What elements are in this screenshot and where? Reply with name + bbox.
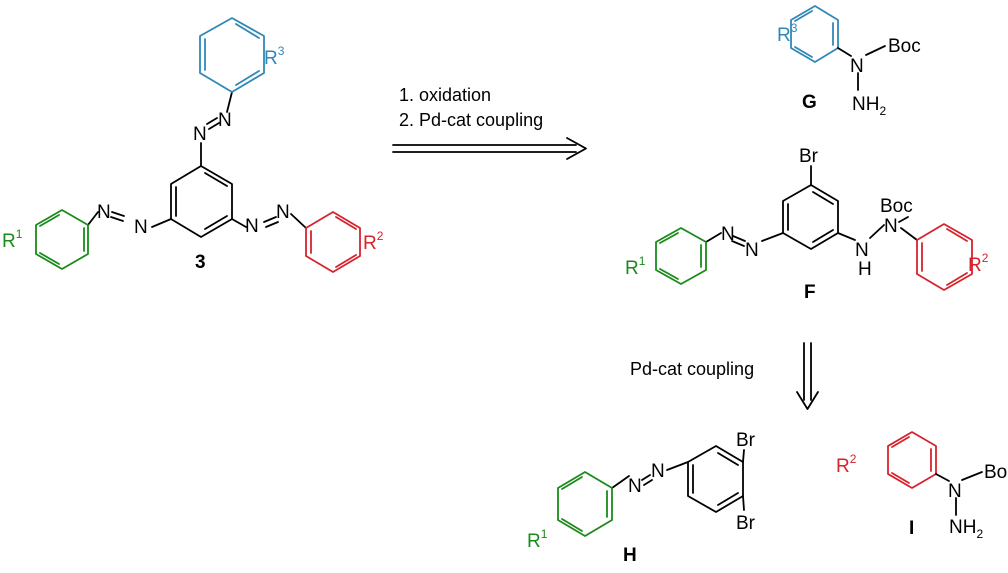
compound-3-r1-ring <box>35 209 89 270</box>
compound-h-n-inner: N <box>651 461 665 482</box>
compound-i-nh2: NH2 <box>949 517 983 541</box>
retro-arrow-horizontal <box>392 137 587 160</box>
compound-f-r2-label: R2 <box>968 251 989 276</box>
compound-f-br: Br <box>799 146 819 167</box>
compound-3-n-right-inner: N <box>245 216 259 237</box>
compound-f <box>655 165 973 291</box>
compound-h-n-outer: N <box>628 476 642 497</box>
compound-f-label: F <box>804 282 816 303</box>
compound-3-n-left-outer: N <box>97 202 111 223</box>
arrow-condition-coupling: 2. Pd-cat coupling <box>399 110 543 130</box>
compound-3-r3-ring <box>199 17 265 93</box>
compound-g <box>790 5 886 91</box>
compound-i-r2-label: R2 <box>836 452 857 477</box>
compound-3-r1-label: R1 <box>2 227 23 252</box>
compound-i-boc: Boc <box>984 462 1008 483</box>
compound-h-r1-ring <box>557 471 613 537</box>
compound-3-r2-ring <box>305 211 361 273</box>
compound-3-n-right-outer: N <box>276 202 290 223</box>
compound-g-ring <box>790 5 839 63</box>
compound-f-r1-ring <box>655 227 707 285</box>
compound-3-r2-label: R2 <box>363 229 384 254</box>
compound-3-n-top-lower: N <box>193 124 207 145</box>
compound-i-ring <box>887 431 937 489</box>
compound-f-boc: Boc <box>880 196 913 217</box>
arrow-condition-oxidation: 1. oxidation <box>399 85 491 105</box>
compound-h-r1-label: R1 <box>527 527 548 552</box>
compound-f-n-outer: N <box>721 224 735 245</box>
compound-g-n: N <box>850 56 864 77</box>
compound-f-n-boc: N <box>884 216 898 237</box>
compound-f-nh-n: N <box>855 240 869 261</box>
compound-f-central-ring <box>705 165 918 250</box>
retro-arrow-vertical <box>796 342 819 410</box>
compound-3-r3-label: R3 <box>264 44 285 69</box>
compound-i-n: N <box>948 481 962 502</box>
compound-i <box>887 431 983 516</box>
compound-3-central-ring <box>87 91 307 238</box>
compound-3-n-top-upper: N <box>218 110 232 131</box>
compound-h-dibromo-ring <box>611 445 745 513</box>
compound-3 <box>35 17 361 273</box>
compound-3-n-left-inner: N <box>134 217 148 238</box>
compound-i-label: I <box>909 518 914 539</box>
compound-g-label: G <box>802 92 817 113</box>
compound-g-nh2: NH2 <box>852 94 886 118</box>
compound-h-br-bottom: Br <box>736 513 756 534</box>
compound-g-r3-label: R3 <box>777 21 798 46</box>
compound-f-r1-label: R1 <box>625 254 646 279</box>
compound-h-label: H <box>623 545 637 566</box>
compound-g-boc: Boc <box>888 36 921 57</box>
compound-h-br-top: Br <box>736 430 756 451</box>
compound-f-nh-h: H <box>858 259 872 280</box>
compound-f-r2-ring <box>916 223 973 291</box>
arrow-condition-bottom-coupling: Pd-cat coupling <box>630 359 754 379</box>
compound-h <box>557 445 745 537</box>
compound-f-n-inner: N <box>745 240 759 261</box>
compound-3-label: 3 <box>195 252 206 273</box>
